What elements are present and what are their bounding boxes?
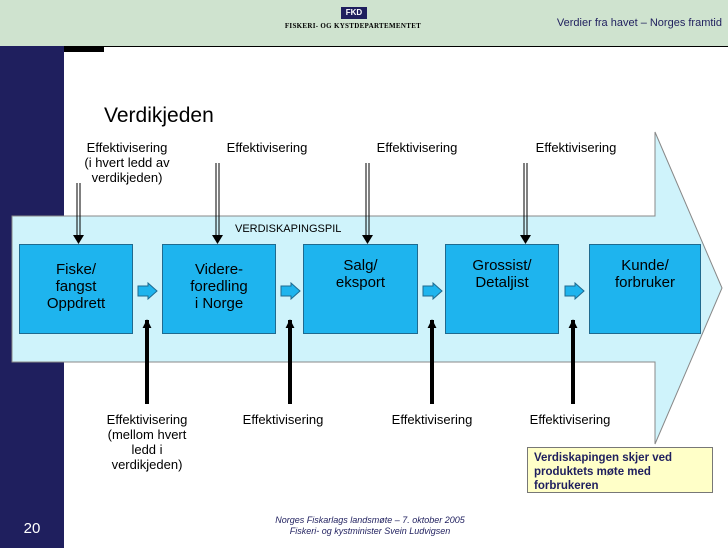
slogan: Verdier fra havet – Norges framtid xyxy=(556,17,722,29)
footer-line-1: Norges Fiskarlags landsmøte – 7. oktober… xyxy=(275,515,465,525)
bottom-label-1: Effektivisering (mellom hvert ledd i ver… xyxy=(106,412,188,472)
bottom-label-2: Effektivisering xyxy=(242,412,324,427)
arrow-label: VERDISKAPINGSPIL xyxy=(235,223,342,235)
connector-arrow xyxy=(422,282,443,300)
connector-arrow xyxy=(564,282,585,300)
top-arrowhead xyxy=(212,235,223,244)
stage-box-fishing: Fiske/ fangst Oppdrett xyxy=(19,244,133,334)
logo-mark: FKD xyxy=(341,7,367,19)
bottom-label-3: Effektivisering xyxy=(391,412,473,427)
top-label-1: Effektivisering (i hvert ledd av verdikj… xyxy=(84,140,170,185)
logo-text: FISKERI- OG KYSTDEPARTEMENTET xyxy=(284,22,422,30)
top-arrowhead xyxy=(73,235,84,244)
connector-arrow xyxy=(137,282,158,300)
header-divider xyxy=(64,46,728,47)
top-label-4: Effektivisering xyxy=(535,140,617,155)
footer: Norges Fiskarlags landsmøte – 7. oktober… xyxy=(150,515,590,537)
top-label-2: Effektivisering xyxy=(226,140,308,155)
stage-box-sales: Salg/ eksport xyxy=(303,244,418,334)
stage-box-processing: Videre- foredling i Norge xyxy=(162,244,276,334)
top-arrowhead xyxy=(520,235,531,244)
header-accent xyxy=(64,46,104,52)
connector-arrow xyxy=(280,282,301,300)
top-arrowhead xyxy=(362,235,373,244)
bottom-label-4: Effektivisering xyxy=(529,412,611,427)
callout-note: Verdiskapingen skjer ved produktets møte… xyxy=(527,447,713,493)
header-band xyxy=(64,0,728,46)
page-number: 20 xyxy=(23,520,41,537)
footer-line-2: Fiskeri- og kystminister Svein Ludvigsen xyxy=(289,526,451,536)
slide-title: Verdikjeden xyxy=(104,104,214,127)
stage-box-retail: Grossist/ Detaljist xyxy=(445,244,559,334)
corner-block xyxy=(0,0,64,46)
top-label-3: Effektivisering xyxy=(376,140,458,155)
stage-box-consumer: Kunde/ forbruker xyxy=(589,244,701,334)
